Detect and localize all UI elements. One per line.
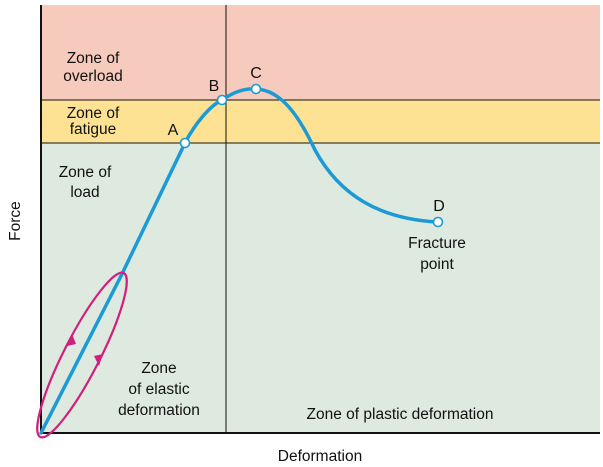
fatigue-zone-label-line-2: fatigue xyxy=(70,121,117,138)
point-a-marker xyxy=(179,137,191,149)
fracture-point-label-line-1: Fracture xyxy=(408,235,466,252)
elastic-zone-label-line-1: Zone xyxy=(141,360,176,377)
load-zone-band xyxy=(41,143,600,433)
loading-arrow-icon xyxy=(67,334,76,346)
elastic-zone-label: Zone of elastic deformation xyxy=(118,360,200,419)
load-zone-label-line-2: load xyxy=(70,184,99,201)
fracture-point-label-line-2: point xyxy=(420,256,454,273)
point-d-marker xyxy=(432,216,444,228)
overload-zone-label: Zone of overload xyxy=(63,50,122,85)
overload-zone-label-line-1: Zone of xyxy=(67,50,120,67)
elastic-zone-label-line-2: of elastic xyxy=(128,381,189,398)
load-zone-label: Zone of load xyxy=(59,164,112,201)
fracture-point-label: Fracture point xyxy=(408,235,466,273)
overload-zone-band xyxy=(41,5,600,100)
point-c-label: C xyxy=(250,65,262,82)
elastic-zone-label-line-3: deformation xyxy=(118,402,200,419)
fatigue-zone-label: Zone of fatigue xyxy=(67,105,120,138)
fatigue-zone-band xyxy=(41,100,600,143)
x-axis-label: Deformation xyxy=(278,448,362,465)
point-a-label: A xyxy=(168,122,179,139)
plastic-zone-label: Zone of plastic deformation xyxy=(307,406,494,423)
point-b-marker xyxy=(216,94,228,106)
force-deformation-curve xyxy=(39,87,440,435)
point-d-label: D xyxy=(433,198,445,215)
load-zone-label-line-1: Zone of xyxy=(59,164,112,181)
fatigue-zone-label-line-1: Zone of xyxy=(67,105,120,122)
point-c-marker xyxy=(250,83,262,95)
y-axis-label: Force xyxy=(7,201,24,241)
unloading-arrow-icon xyxy=(94,354,103,366)
point-b-label: B xyxy=(209,78,220,95)
overload-zone-label-line-2: overload xyxy=(63,68,122,85)
